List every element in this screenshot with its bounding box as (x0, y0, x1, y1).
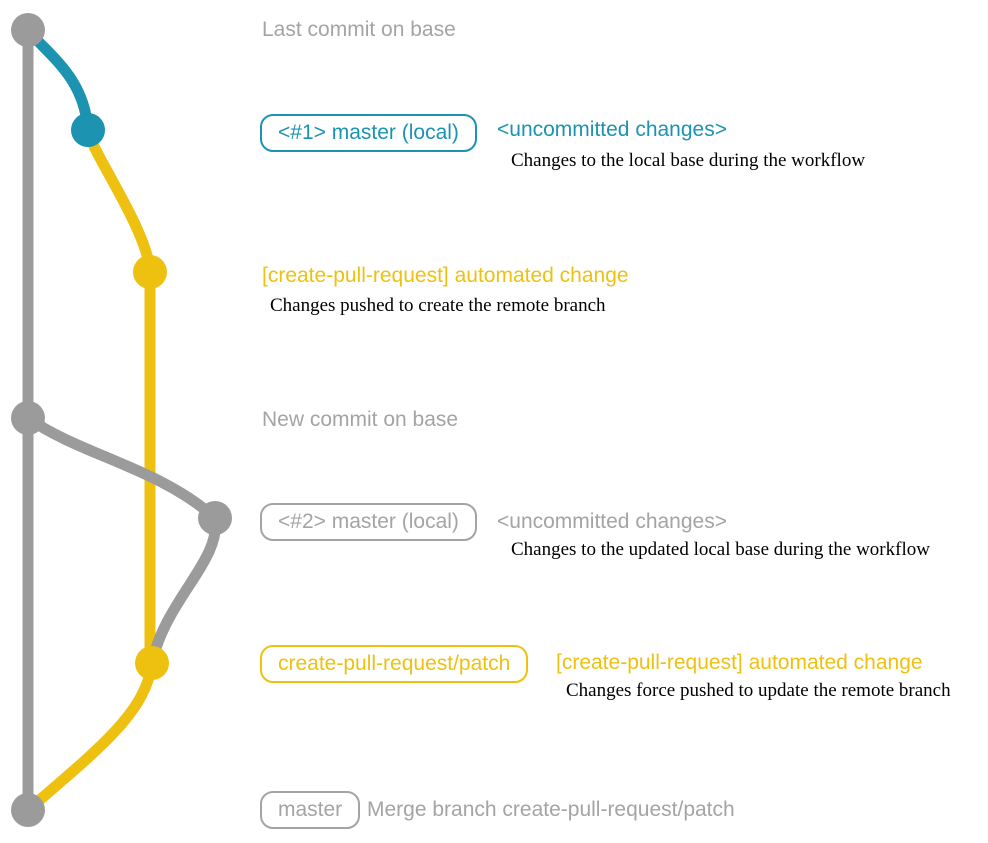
status-uncommitted-changes-1: <uncommitted changes> (497, 118, 727, 141)
branch-curve-patch-1 (82, 124, 156, 278)
commit-dot-patch-2 (135, 646, 169, 680)
description-local-base-changes-2: Changes to the updated local base during… (511, 539, 930, 560)
branch-badge-create-pull-request-patch: create-pull-request/patch (260, 645, 529, 683)
commit-message-automated-change-2: [create-pull-request] automated change (556, 651, 923, 674)
commit-dot-patch-1 (133, 255, 167, 289)
commit-dot-last-base (11, 13, 45, 47)
branch-badge-master-local-2: <#2> master (local) (260, 503, 477, 541)
description-changes-force-pushed: Changes force pushed to update the remot… (566, 680, 951, 701)
branch-curve-local-2-to-patch (146, 512, 222, 669)
annotation-last-commit-on-base: Last commit on base (262, 18, 456, 41)
annotation-merge-branch: Merge branch create-pull-request/patch (367, 798, 735, 821)
commit-message-automated-change-1: [create-pull-request] automated change (262, 264, 629, 287)
commit-dot-local-2 (198, 501, 232, 535)
branch-curve-patch-to-merge (22, 657, 158, 816)
branch-badge-master: master (260, 791, 361, 829)
description-local-base-changes-1: Changes to the local base during the wor… (511, 150, 866, 171)
annotation-new-commit-on-base: New commit on base (262, 408, 459, 431)
commit-dot-merge (11, 793, 45, 827)
description-changes-pushed: Changes pushed to create the remote bran… (270, 295, 606, 316)
branch-badge-master-local-1: <#1> master (local) (260, 114, 477, 152)
branch-curve-local-1 (22, 24, 94, 136)
status-uncommitted-changes-2: <uncommitted changes> (497, 510, 727, 533)
commit-dot-local-1 (71, 113, 105, 147)
branch-curve-base-to-local-2 (22, 412, 221, 524)
git-graph (11, 13, 232, 827)
commit-dot-new-base (11, 401, 45, 435)
